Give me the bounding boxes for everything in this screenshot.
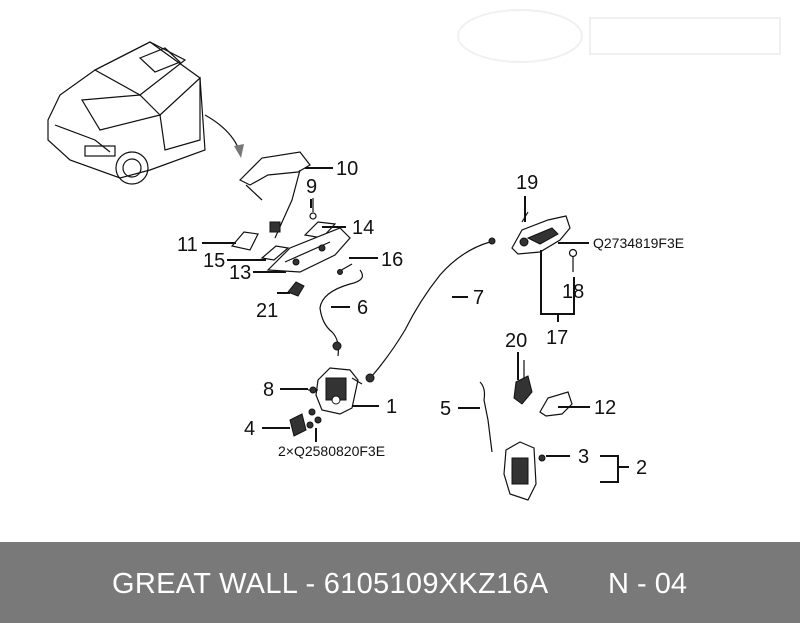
part-8-bolt [308,386,318,394]
part-15-gasket [260,245,290,261]
part-12-bezel [539,391,573,417]
callout-20: 20 [505,330,527,352]
callout-2: 2 [636,457,647,479]
callout-6: 6 [357,297,368,319]
callout-10: 10 [336,158,358,180]
part-9-clip [309,198,317,220]
callout-21: 21 [256,300,278,322]
part-21-clip [287,281,305,297]
watermark-logo [457,9,781,63]
part-7-cable [371,241,491,377]
part-number-handle: Q2734819F3E [593,235,684,251]
footer-title: GREAT WALL - 6105109XKZ16A [112,568,549,600]
callout-labels: 10 9 14 11 15 13 16 21 6 7 19 18 17 20 1… [177,158,684,479]
callout-17: 17 [546,327,568,349]
callout-15: 15 [203,250,225,272]
callout-18: 18 [562,281,584,303]
part-13-outer-handle [266,227,351,273]
part-20-bracket [513,360,533,405]
callout-9: 9 [306,176,317,198]
callout-11: 11 [177,234,198,256]
callout-3: 3 [578,446,589,468]
callout-19: 19 [516,172,538,194]
screws [306,408,322,429]
callout-1: 1 [386,396,397,418]
callout-5: 5 [440,398,451,420]
callout-8: 8 [263,379,274,401]
part-1-lock-actuator [315,367,363,415]
callout-14: 14 [352,217,374,239]
callout-7: 7 [473,287,484,309]
footer-code: N - 04 [608,568,687,600]
part-6-cable [319,269,363,357]
part-3-screw [538,454,546,462]
footer-bar: GREAT WALL - 6105109XKZ16A N - 04 [0,542,800,623]
callout-16: 16 [381,249,403,271]
part-7-cable-fitting [365,373,375,383]
part-11-cover [230,231,259,251]
part-17-inner-handle [511,211,571,255]
part-4-striker [289,413,307,437]
leader-lines [202,167,629,483]
part-6-cable-end [332,341,342,351]
callout-4: 4 [244,418,255,440]
part-number-bolts: 2×Q2580820F3E [278,443,385,459]
car-pointer-arrowhead [234,144,244,158]
part-5-rod [479,381,493,453]
part-18-clip [568,248,578,272]
door-lock-exploded-diagram: 10 9 14 11 15 13 16 21 6 7 19 18 17 20 1… [47,9,781,501]
part-16-rod [337,263,353,275]
car-outline [47,41,206,185]
callout-13: 13 [229,262,251,284]
part-7-cable-end [488,237,496,245]
part-10-handle-frame [238,151,311,239]
callout-12: 12 [594,397,616,419]
part-2-rear-lock [503,441,537,501]
